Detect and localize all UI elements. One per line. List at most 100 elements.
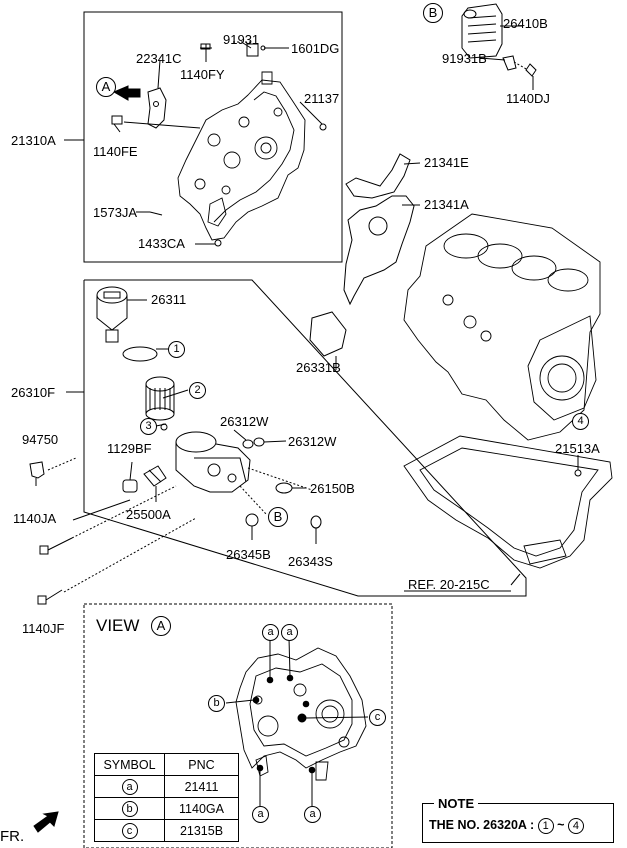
label-91931: 91931 — [223, 32, 260, 47]
label-25500a: 25500A — [126, 507, 171, 522]
table-header-row: SYMBOL PNC — [94, 753, 239, 776]
label-ref: REF. 20-215C — [408, 577, 490, 592]
filter-housing-part — [175, 431, 251, 493]
note-sep: ~ — [557, 818, 565, 832]
label-26345b: 26345B — [226, 547, 271, 562]
callout-view-a-4: a — [304, 806, 321, 823]
label-21310a: 21310A — [11, 133, 56, 148]
gasket-26331b — [309, 311, 347, 357]
sensor-94750 — [29, 461, 45, 486]
callout-b-top: B — [423, 3, 443, 23]
label-1140jf: 1140JF — [22, 621, 65, 636]
bolt-1140fe — [111, 115, 123, 133]
callout-view-b: b — [208, 695, 225, 712]
callout-2: 2 — [189, 382, 206, 399]
plug-1433ca — [214, 239, 222, 247]
oil-filter-frame — [83, 279, 527, 597]
callout-view-c: c — [369, 709, 386, 726]
label-26150b: 26150B — [310, 481, 355, 496]
label-26331b: 26331B — [296, 360, 341, 375]
callout-view-a-3: a — [252, 806, 269, 823]
label-26312w-a: 26312W — [220, 414, 269, 429]
oring-26312w-b — [253, 437, 265, 447]
symbol-table: SYMBOL PNC a 21411 b 1140GA c 21315B — [94, 753, 239, 842]
table-symbol: a — [121, 778, 138, 795]
dowel-1573ja — [149, 211, 163, 216]
callout-4: 4 — [572, 413, 589, 430]
label-26343s: 26343S — [288, 554, 333, 569]
timing-cover-frame — [83, 11, 343, 263]
note-title: NOTE — [434, 796, 479, 811]
oring-1 — [122, 346, 158, 362]
label-1433ca: 1433CA — [138, 236, 185, 251]
view-title-letter: A — [151, 616, 171, 636]
callout-1: 1 — [168, 341, 185, 358]
nipple-25500a-a — [143, 465, 167, 487]
gasket-91931b — [502, 55, 517, 71]
oil-cooler-part — [461, 3, 503, 59]
view-a-cover-part — [235, 647, 367, 781]
note-from: 1 — [537, 818, 554, 834]
plug-21137 — [319, 123, 327, 131]
engine-block-part — [403, 213, 601, 441]
front-arrow — [33, 811, 59, 833]
label-21137: 21137 — [304, 91, 340, 106]
callout-a-main: A — [96, 77, 116, 97]
bolt-1140dj — [525, 63, 537, 77]
filter-cap-part — [96, 286, 128, 343]
note-to: 4 — [567, 818, 584, 834]
bracket-part — [147, 87, 167, 129]
label-94750: 94750 — [22, 432, 59, 447]
label-1140dj: 1140DJ — [506, 91, 550, 106]
table-pnc: 21411 — [164, 775, 239, 798]
pin-91931 — [246, 43, 259, 57]
note-box — [422, 803, 614, 843]
label-91931b: 91931B — [442, 51, 487, 66]
label-1140fe: 1140FE — [93, 144, 138, 159]
callout-view-a-1: a — [262, 624, 279, 641]
view-a-frame — [83, 603, 393, 848]
label-21341a: 21341A — [424, 197, 469, 212]
label-1573ja: 1573JA — [93, 205, 138, 220]
callout-b-filter: B — [268, 507, 288, 527]
bolt-1140ja — [39, 537, 73, 555]
label-1140fy: 1140FY — [180, 67, 225, 82]
callout-3: 3 — [140, 418, 157, 435]
note-prefix: THE NO. 26320A : — [429, 818, 535, 832]
table-symbol: b — [121, 800, 138, 817]
table-header-pnc: PNC — [164, 753, 239, 776]
filter-element-part — [145, 376, 175, 421]
oring-26345b — [245, 513, 259, 527]
label-1601dg: 1601DG — [291, 41, 340, 56]
label-26410b: 26410B — [503, 16, 548, 31]
plug-1129bf — [122, 479, 138, 493]
table-header-symbol: SYMBOL — [94, 753, 165, 776]
label-21341e: 21341E — [424, 155, 469, 170]
view-a-arrow — [112, 85, 141, 101]
timing-cover-part — [177, 71, 306, 241]
table-row: b 1140GA — [94, 797, 239, 820]
oring-26312w-a — [242, 439, 254, 449]
label-front: FR. — [0, 828, 25, 845]
label-26312w-b: 26312W — [288, 434, 337, 449]
table-pnc: 21315B — [164, 819, 239, 842]
table-symbol: c — [121, 822, 138, 839]
table-row: a 21411 — [94, 775, 239, 798]
gasket-21341e — [345, 153, 411, 199]
callout-view-a-2: a — [281, 624, 298, 641]
view-title: VIEW — [96, 616, 140, 635]
label-1129bf: 1129BF — [107, 441, 152, 456]
label-1140ja: 1140JA — [13, 511, 57, 526]
oring-26343s — [310, 515, 322, 529]
gasket-21341a — [343, 195, 415, 306]
label-22341c: 22341C — [136, 51, 182, 66]
bolt-1140jf — [37, 589, 63, 605]
oil-pan-part — [403, 435, 613, 569]
label-21513a: 21513A — [555, 441, 600, 456]
table-pnc: 1140GA — [164, 797, 239, 820]
note-text: THE NO. 26320A : 1 ~ 4 — [429, 818, 584, 834]
oring-26150b — [275, 482, 293, 494]
label-26311: 26311 — [151, 292, 187, 307]
